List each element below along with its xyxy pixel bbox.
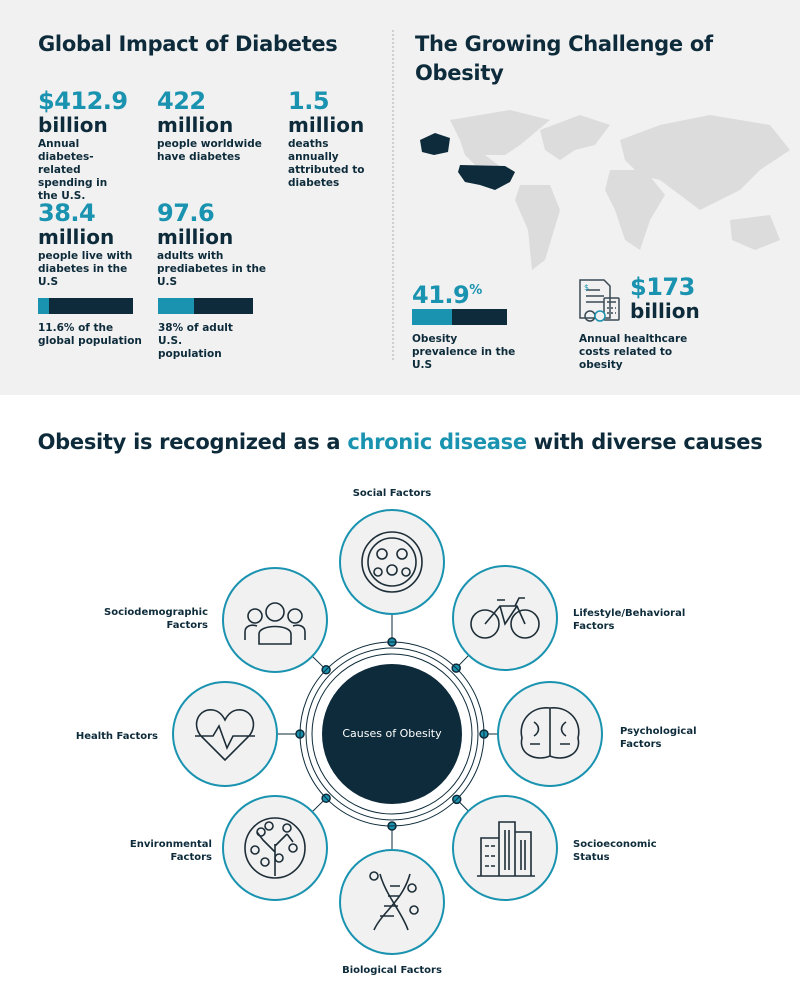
stat-worldwide: 422 million people worldwide have diabet… — [157, 88, 282, 164]
middle-ring — [305, 647, 479, 821]
stat-desc: Annual diabetes-related spending in the … — [38, 138, 108, 202]
stats-panel — [0, 0, 800, 395]
factor-label-environmental: Environmental Factors — [129, 839, 212, 863]
buildings-icon — [477, 821, 535, 877]
world-map — [420, 110, 790, 270]
cost-desc: Annual healthcare costs related to obesi… — [579, 333, 688, 371]
bicycle-icon — [470, 597, 540, 639]
stat-desc: adults with prediabetes in the U.S — [157, 250, 267, 288]
stat-us-diabetes: 38.4 million people live with diabetes i… — [38, 200, 150, 289]
svg-text:$: $ — [584, 283, 589, 292]
stat-unit: million — [157, 113, 234, 137]
stat-number: 97.6 — [157, 199, 215, 227]
title-part: Obesity is recognized as a — [37, 430, 348, 454]
prevalence-desc: Obesity prevalence in the U.S — [412, 333, 516, 371]
obesity-title: The Growing Challenge of Obesity — [415, 32, 713, 85]
stat-deaths: 1.5 million deaths annually attributed t… — [288, 88, 413, 190]
outer-ring — [299, 641, 485, 827]
stat-prediabetes: 97.6 million adults with prediabetes in … — [157, 200, 285, 289]
network-icon — [361, 531, 423, 593]
stat-unit: billion — [630, 299, 700, 323]
stat-desc: deaths annually attributed to diabetes — [288, 138, 365, 189]
stat-note: 38% of adult U.S. population — [158, 322, 233, 360]
center-circle — [322, 664, 462, 804]
stat-note: 11.6% of the global population — [38, 322, 142, 347]
causes-diagram — [172, 509, 603, 955]
stat-number: $412.9 — [38, 87, 128, 115]
dna-icon — [369, 871, 419, 931]
divider — [392, 30, 394, 360]
factor-label-biological: Biological Factors — [342, 965, 442, 976]
factor-label-social: Social Factors — [352, 488, 432, 499]
factor-circle — [339, 509, 445, 615]
progress-bar-prevalence — [412, 309, 507, 325]
brain-icon — [520, 707, 580, 759]
title-highlight: chronic disease — [347, 430, 527, 454]
prevalence-number: 41.9% — [412, 278, 482, 308]
heart-pulse-icon — [195, 709, 255, 762]
percent-sign: % — [469, 283, 482, 298]
causes-title: Obesity is recognized as a chronic disea… — [0, 430, 800, 454]
stat-unit: million — [38, 225, 115, 249]
factor-circle — [452, 565, 558, 671]
stat-number: 38.4 — [38, 199, 96, 227]
stat-desc: people worldwide have diabetes — [157, 138, 262, 163]
stat-unit: million — [157, 225, 234, 249]
people-icon — [244, 602, 306, 645]
center-label: Causes of Obesity — [342, 727, 442, 740]
prevalence-value: 41.9 — [412, 281, 470, 309]
progress-bar-adult — [158, 298, 253, 314]
inner-ring — [311, 653, 473, 815]
tree-icon — [244, 817, 306, 879]
invoice-calculator-icon: $ — [579, 279, 620, 322]
stat-number: $173 — [630, 273, 695, 301]
stat-unit: million — [288, 113, 365, 137]
stat-number: 422 — [157, 87, 206, 115]
title-part: with diverse causes — [526, 430, 763, 454]
factor-label-socioeconomic: Socioeconomic Status — [573, 839, 657, 863]
progress-bar-global — [38, 298, 133, 314]
factor-label-lifestyle: Lifestyle/Behavioral Factors — [573, 608, 686, 632]
diabetes-title: Global Impact of Diabetes — [38, 32, 338, 56]
stat-unit: billion — [38, 113, 108, 137]
stat-spending: $412.9 billion Annual diabetes-related s… — [38, 88, 163, 203]
stat-desc: people live with diabetes in the U.S — [38, 250, 133, 288]
factor-label-health: Health Factors — [75, 731, 158, 742]
factor-label-psychological: Psychological Factors — [620, 726, 697, 750]
stat-number: 1.5 — [288, 87, 330, 115]
factor-circle — [172, 681, 278, 787]
factor-circle — [222, 567, 328, 673]
factor-circle — [339, 849, 445, 955]
stat-obesity-cost: $173 billion — [630, 274, 755, 322]
factor-label-sociodemographic: Sociodemographic Factors — [104, 607, 208, 631]
